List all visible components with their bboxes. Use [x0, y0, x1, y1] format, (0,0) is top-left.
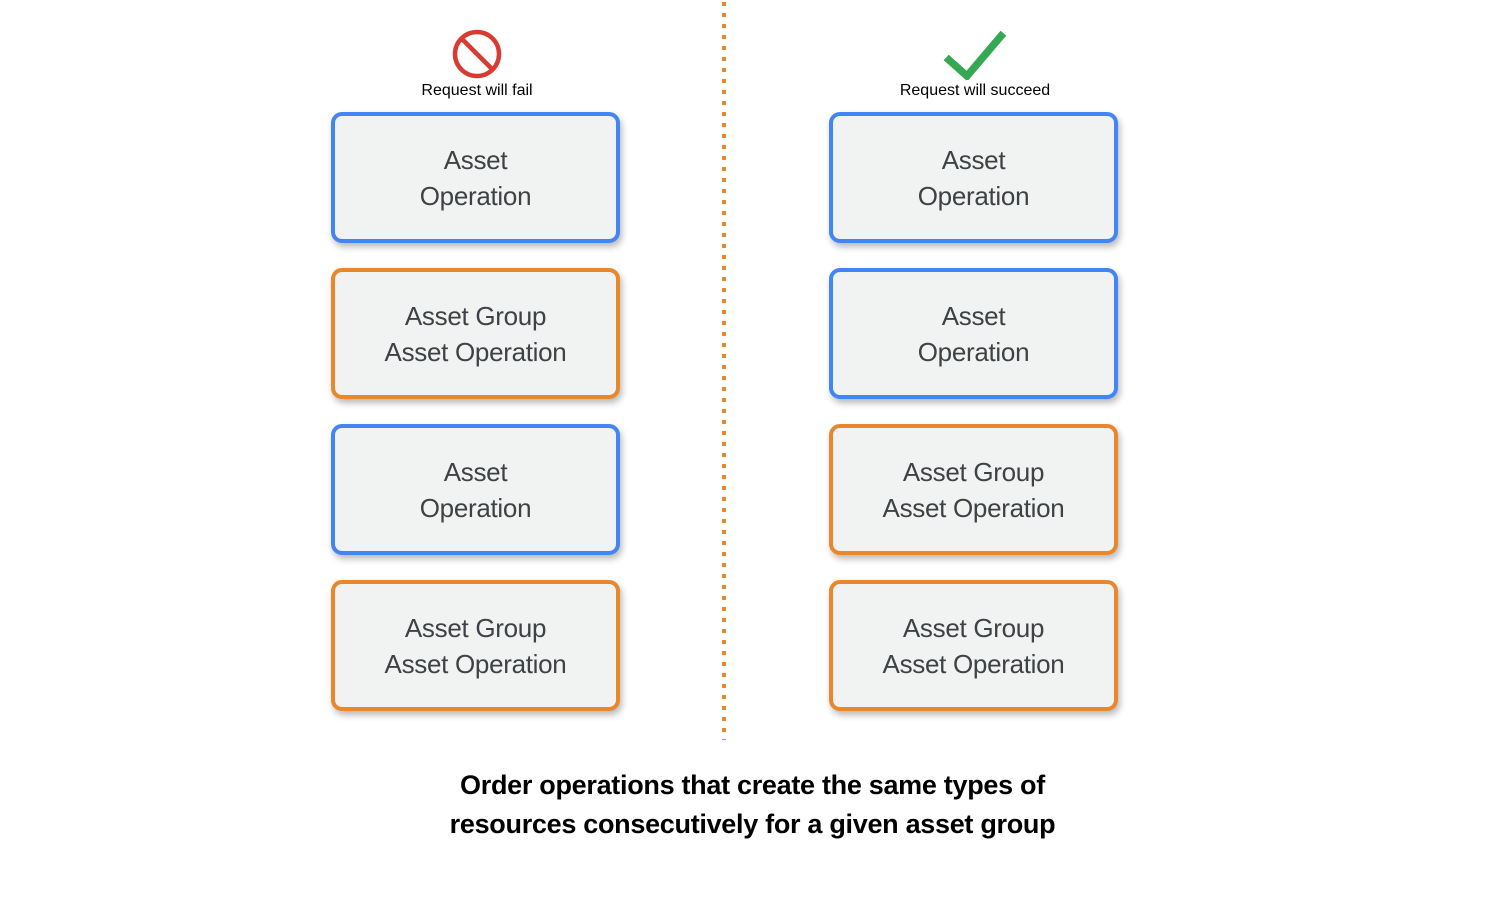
- operation-box-label: Asset Group Asset Operation: [882, 612, 1065, 679]
- operation-box[interactable]: Asset Operation: [331, 424, 620, 555]
- operation-box[interactable]: Asset Operation: [829, 112, 1118, 243]
- operation-box[interactable]: Asset Group Asset Operation: [331, 580, 620, 711]
- checkmark-icon: [943, 30, 1007, 80]
- operation-box-stack-fail: Asset Operation Asset Group Asset Operat…: [331, 112, 623, 736]
- operation-box[interactable]: Asset Operation: [829, 268, 1118, 399]
- operation-box-label: Asset Operation: [917, 300, 1030, 367]
- column-header-fail: Request will fail: [331, 0, 623, 100]
- column-header-succeed: Request will succeed: [829, 0, 1121, 100]
- operation-box-label: Asset Group Asset Operation: [882, 456, 1065, 523]
- operation-box-label: Asset Group Asset Operation: [384, 300, 567, 367]
- column-header-label-succeed: Request will succeed: [899, 82, 1051, 99]
- operation-box-label: Asset Operation: [917, 144, 1030, 211]
- dotted-divider: [722, 2, 726, 740]
- operation-box[interactable]: Asset Group Asset Operation: [331, 268, 620, 399]
- operation-box-stack-succeed: Asset Operation Asset Operation Asset Gr…: [829, 112, 1121, 736]
- prohibition-icon: [452, 29, 502, 79]
- operation-box-label: Asset Group Asset Operation: [384, 612, 567, 679]
- diagram-caption: Order operations that create the same ty…: [449, 770, 1056, 839]
- operation-box[interactable]: Asset Operation: [331, 112, 620, 243]
- operation-box-label: Asset Operation: [419, 144, 532, 211]
- operation-box[interactable]: Asset Group Asset Operation: [829, 424, 1118, 555]
- column-header-label-fail: Request will fail: [421, 82, 533, 99]
- column-request-will-succeed: Request will succeed Asset Operation Ass…: [829, 0, 1121, 711]
- operation-box[interactable]: Asset Group Asset Operation: [829, 580, 1118, 711]
- column-request-will-fail: Request will fail Asset Operation Asset …: [331, 0, 623, 711]
- operation-box-label: Asset Operation: [419, 456, 532, 523]
